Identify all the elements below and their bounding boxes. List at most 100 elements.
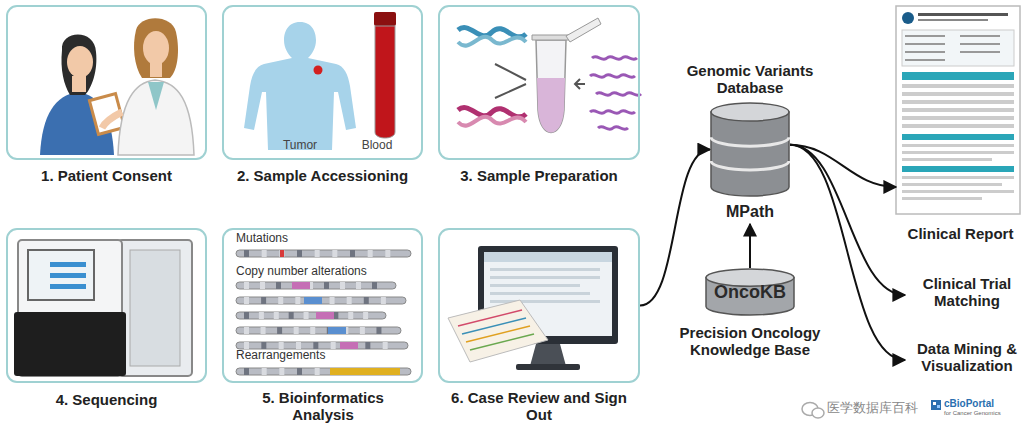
chromosome-bar (236, 250, 411, 257)
cylinder-ring (711, 137, 789, 146)
chromosome-bar (236, 327, 401, 334)
band (244, 368, 249, 375)
database-title: Genomic Variants Database (685, 62, 815, 97)
illustration-part (536, 40, 566, 133)
illustration-part (566, 18, 601, 42)
illustration-part (905, 43, 945, 45)
illustration-part (118, 80, 194, 155)
band (261, 342, 266, 349)
band (260, 282, 265, 289)
output-node: Data Mining & Visualization (905, 340, 1029, 380)
illustration-part (905, 59, 945, 61)
figure-label: Tumor (270, 139, 330, 153)
output-label: Data Mining & Visualization (905, 340, 1029, 375)
cylinder-ring (711, 161, 789, 170)
illustration-part (490, 284, 580, 287)
output-node: Clinical Report (893, 5, 1028, 245)
step-panel: 2. Sample AccessioningTumorBlood (222, 5, 423, 195)
output-label: Clinical Trial Matching (905, 275, 1029, 310)
band (297, 368, 302, 375)
band (385, 250, 390, 257)
band (279, 342, 284, 349)
illustration-part (812, 408, 824, 418)
illustration-part (937, 405, 940, 408)
step-panel: 6. Case Review and Sign Out (438, 228, 640, 426)
output-label: Clinical Report (893, 225, 1028, 242)
band (330, 297, 335, 304)
illustration-part (374, 12, 396, 26)
illustration-part (484, 252, 612, 262)
panel-title: 6. Case Review and Sign Out (438, 389, 640, 424)
illustration-part (490, 276, 600, 279)
band (331, 342, 336, 349)
track-label: Rearrangements (236, 349, 416, 363)
illustration-part (902, 176, 1014, 179)
band (332, 250, 337, 257)
band (350, 250, 355, 257)
illustration-part (28, 250, 94, 300)
band (261, 297, 266, 304)
band (289, 312, 294, 319)
illustration-part (590, 111, 635, 114)
illustration-part (918, 19, 988, 21)
illustration-part (530, 344, 566, 366)
band (259, 312, 264, 319)
illustration-part (67, 46, 93, 78)
illustration-part (143, 31, 169, 65)
illustration-part (918, 13, 1008, 16)
band (315, 250, 320, 257)
band (294, 327, 299, 334)
band (324, 282, 329, 289)
illustration-part (91, 95, 122, 132)
step-panel: 5. Bioinformatics AnalysisMutationsCopy … (222, 228, 423, 426)
illustration-part (598, 127, 628, 130)
illustration-part (902, 84, 1014, 128)
band (244, 282, 249, 289)
illustration-part (118, 240, 192, 376)
illustration-part (960, 43, 1000, 45)
band (315, 368, 320, 375)
illustration-part (458, 117, 526, 126)
monitor (448, 246, 618, 370)
illustration-part (902, 151, 1014, 154)
illustration-part (902, 12, 914, 24)
illustration-part (902, 108, 1014, 112)
illustration-part (905, 35, 1000, 61)
illustration-part (490, 300, 600, 303)
alteration-mark (328, 327, 346, 334)
cylinder-body (711, 112, 789, 196)
illustration-part (50, 273, 86, 278)
database-logo: OncoKB (705, 282, 795, 303)
illustration-part (130, 250, 180, 366)
illustration-part (462, 318, 526, 334)
illustration-part (960, 35, 1000, 37)
illustration-part (102, 112, 122, 128)
illustration-part (14, 312, 126, 376)
band (244, 250, 249, 257)
panel-title: 2. Sample Accessioning (222, 167, 423, 184)
illustration-part (902, 166, 1014, 172)
band (277, 327, 282, 334)
band (368, 250, 373, 257)
alteration-mark (280, 250, 284, 257)
band (262, 250, 267, 257)
illustration-part (448, 300, 548, 362)
illustration-part (960, 51, 1000, 53)
illustration-part (150, 63, 162, 77)
illustration-part (902, 158, 992, 161)
panel-frame (6, 5, 207, 160)
report-document (896, 6, 1020, 214)
band (244, 312, 249, 319)
illustration-part (902, 72, 1014, 80)
illustration-part (931, 400, 941, 410)
band (381, 297, 386, 304)
illustration-part (902, 30, 1014, 66)
illustration-part (590, 75, 635, 78)
connector-arrow (749, 224, 751, 268)
cylinder-body (706, 278, 794, 315)
band (360, 327, 365, 334)
illustration-part (532, 35, 570, 40)
cbioportal-logo (931, 400, 941, 410)
chromosome-bar (236, 368, 411, 375)
